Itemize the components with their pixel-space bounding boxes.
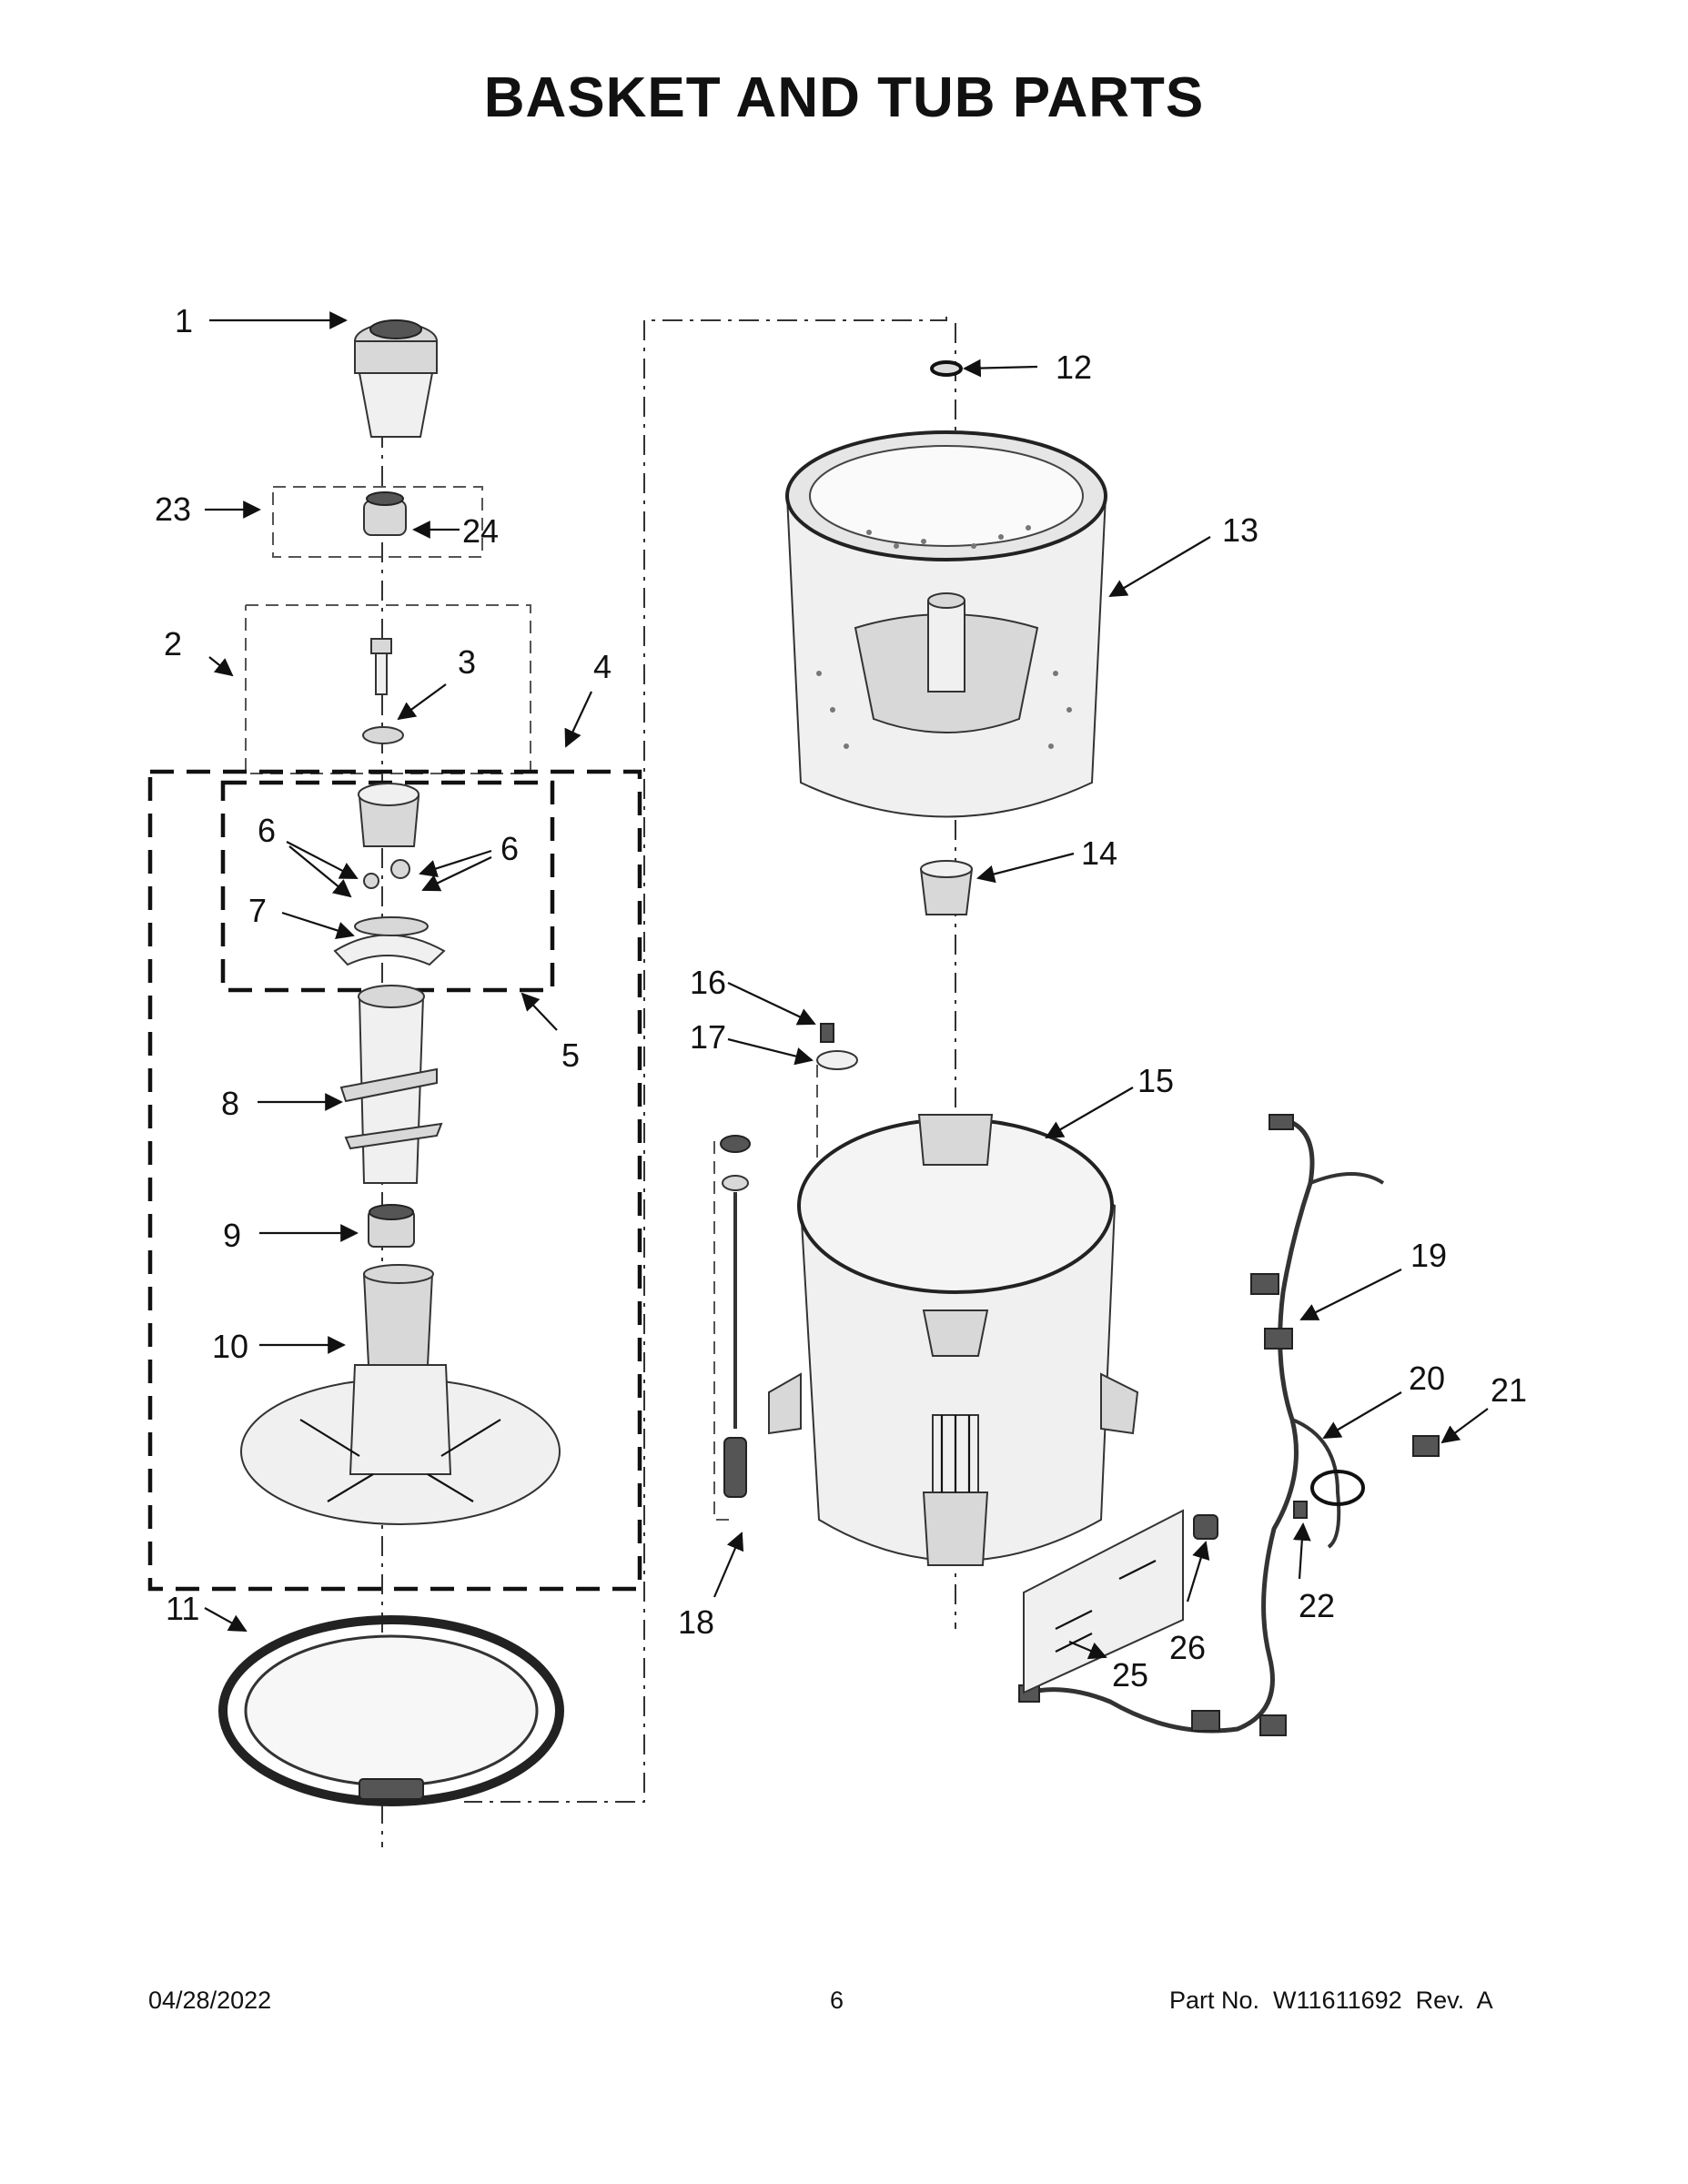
part-20-highlight [1310, 1470, 1365, 1506]
part-10-impeller [240, 1264, 561, 1525]
callout-arrows [204, 311, 1489, 1660]
part-14-bushing [919, 860, 974, 915]
callout-labels: 1 2 3 4 5 6 6 7 8 9 10 11 12 13 14 15 16… [155, 302, 1527, 1694]
footer-page-number: 6 [830, 1987, 844, 2014]
callout-16: 16 [690, 964, 726, 1001]
callout-20: 20 [1409, 1360, 1445, 1397]
callout-22: 22 [1299, 1587, 1335, 1624]
part-24-cap [363, 491, 407, 536]
part-18-rod [720, 1135, 751, 1498]
callout-10: 10 [212, 1328, 248, 1365]
callout-18: 18 [678, 1603, 714, 1641]
footer-date: 04/28/2022 [148, 1987, 272, 2014]
callout-7: 7 [248, 892, 267, 929]
part-22-screw [1293, 1501, 1308, 1519]
part-5-cam [333, 783, 446, 966]
footer-part-number: Part No. W11611692 Rev. A [1169, 1987, 1493, 2014]
callout-15: 15 [1137, 1062, 1174, 1099]
callout-9: 9 [223, 1217, 241, 1254]
part-12-nut [930, 360, 963, 377]
part-8-auger [339, 985, 443, 1184]
part-9-coupler [368, 1204, 415, 1248]
callout-13: 13 [1222, 511, 1258, 549]
callout-8: 8 [221, 1085, 239, 1122]
callout-25: 25 [1112, 1656, 1148, 1694]
callout-2: 2 [164, 625, 182, 662]
part-21-connector [1412, 1435, 1440, 1457]
callout-11: 11 [166, 1590, 199, 1627]
part-17-bracket [816, 1050, 858, 1070]
callout-14: 14 [1081, 834, 1117, 872]
callout-6b: 6 [500, 830, 519, 867]
callout-6a: 6 [258, 812, 276, 849]
callout-1: 1 [175, 302, 193, 339]
callout-26: 26 [1169, 1629, 1206, 1666]
callout-23: 23 [155, 490, 191, 528]
callout-21: 21 [1491, 1371, 1527, 1409]
callout-19: 19 [1410, 1237, 1447, 1274]
callout-3: 3 [458, 643, 476, 681]
callout-17: 17 [690, 1018, 726, 1056]
part-13-basket [785, 430, 1107, 818]
part-19-harness [1018, 1114, 1385, 1736]
part-26-plug [1193, 1514, 1218, 1540]
part-15-tub [768, 1114, 1139, 1566]
callout-12: 12 [1056, 349, 1092, 386]
page-title: BASKET AND TUB PARTS [483, 66, 1205, 129]
part-11-ring [218, 1615, 564, 1806]
part-1-dispenser [354, 319, 438, 438]
callout-4: 4 [593, 648, 612, 685]
part-16-screw [820, 1023, 834, 1043]
callout-24: 24 [462, 512, 499, 550]
callout-5: 5 [561, 1036, 580, 1074]
part-3-bolt [362, 638, 404, 744]
